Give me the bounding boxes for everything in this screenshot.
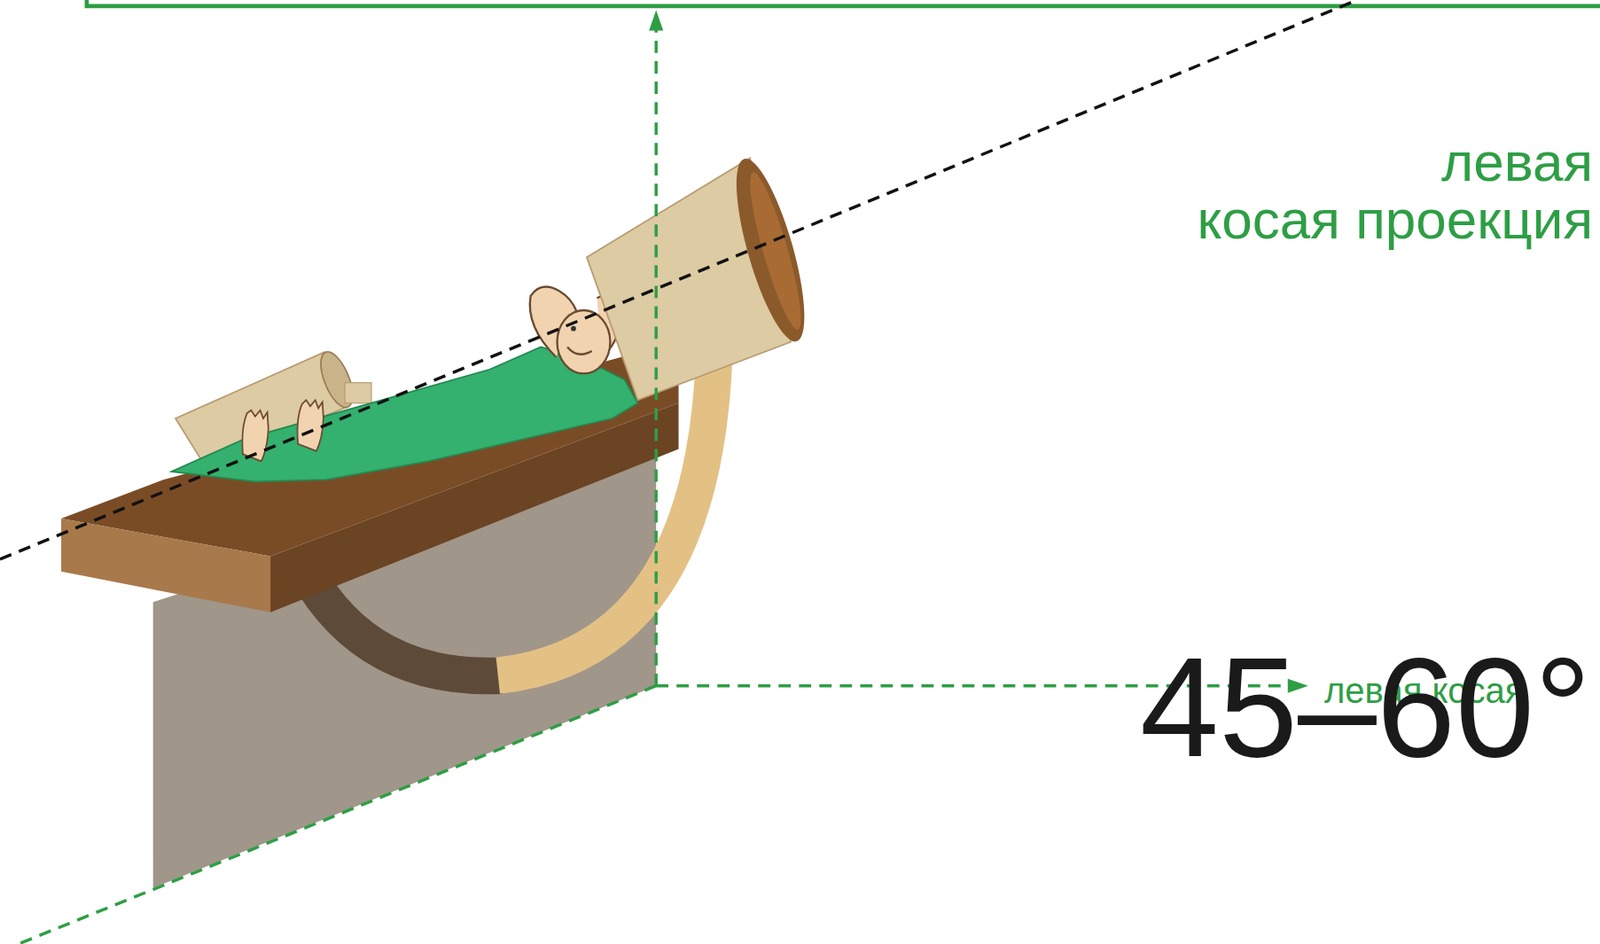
beam-axis (0, 0, 1358, 560)
upper-detector-face (741, 169, 810, 334)
frame-line (86, 0, 1600, 7)
table-end (61, 518, 271, 613)
arrow-head (648, 10, 664, 32)
axes (18, 26, 1290, 944)
foot (297, 399, 324, 452)
c-arm-back (305, 571, 502, 677)
upper-detector-face (722, 152, 819, 348)
eye (570, 326, 577, 332)
angle-range: 45–60° (1139, 636, 1592, 779)
head (557, 310, 611, 374)
smile (567, 346, 593, 354)
projection-title: левая косая проекция (1197, 132, 1593, 249)
small-box (344, 382, 372, 404)
